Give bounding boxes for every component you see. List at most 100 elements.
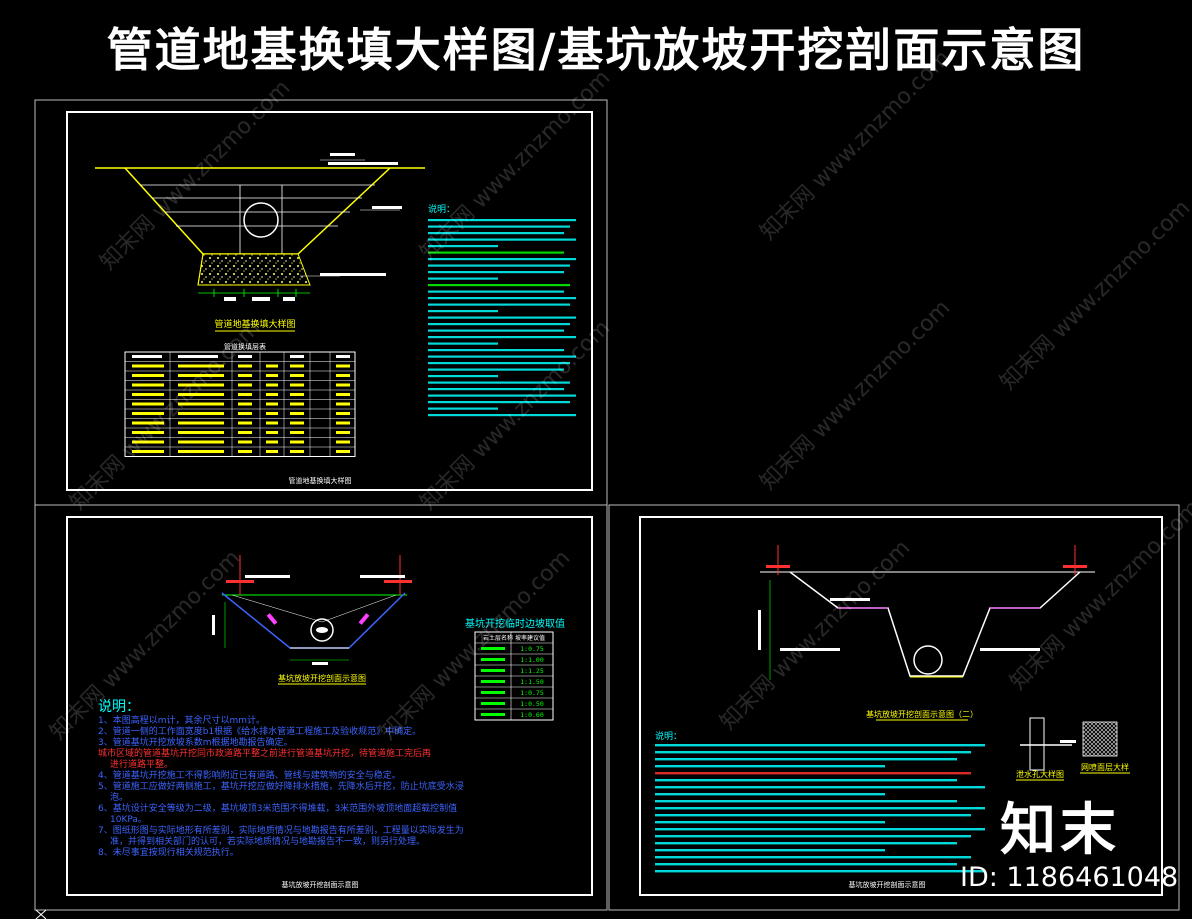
table-cell-bar — [266, 431, 278, 434]
note-line — [655, 779, 957, 782]
panel1-trench-detail — [95, 153, 425, 301]
note-line — [428, 401, 570, 404]
note-line — [428, 316, 576, 319]
note-line — [428, 368, 564, 371]
table-cell-bar — [266, 412, 278, 415]
table-cell-bar — [238, 364, 252, 368]
table-cell-bar — [238, 421, 252, 425]
table-cell-bar — [266, 374, 278, 377]
table-cell-bar — [132, 412, 164, 415]
page-title: 管道地基换填大样图/基坑放坡开挖剖面示意图 — [106, 23, 1086, 77]
table-cell-bar — [336, 412, 350, 415]
note-line — [428, 355, 576, 358]
table-cell-bar — [132, 431, 164, 434]
table-cell-bar — [266, 450, 278, 453]
table-cell-bar — [336, 364, 350, 368]
table-cell-bar — [178, 364, 224, 368]
id-tag: ID: 1186461048 — [960, 862, 1179, 893]
panel3-notes-heading: 说明： — [655, 730, 682, 742]
soil-layer-bar — [481, 691, 505, 694]
slope-ratio-cell: 1:0.75 — [520, 645, 544, 653]
note-line — [428, 329, 564, 332]
gravel-bedding — [197, 253, 311, 286]
inner-frame-panel3 — [639, 516, 1163, 896]
note-line — [655, 772, 971, 775]
panel2-note-line: 7、图纸形图与实际地形有所差别，实际地质情况与地勘报告有所差别，工程量以实际发生… — [98, 824, 464, 836]
panel1-notes-block — [428, 219, 576, 417]
note-line — [655, 870, 985, 873]
note-line — [655, 814, 971, 817]
note-line — [428, 225, 570, 228]
panel2-frame-caption: 基坑放坡开挖剖面示意图 — [282, 880, 359, 889]
panel2-note-line: 3、管道基坑开挖放坡系数m根据地勘报告确定。 — [98, 736, 293, 748]
table-cell-bar — [290, 412, 304, 415]
panel2-note-line: 城市区域的管道基坑开挖同市政道路平整之前进行管道基坑开挖，待管道施工完后再 — [98, 747, 431, 759]
panel2-note-line: 4、管道基坑开挖施工不得影响附近已有道路、管线与建筑物的安全与稳定。 — [98, 769, 401, 781]
panel2-drawing-title: 基坑放坡开挖剖面示意图 — [278, 673, 366, 683]
table-cell-bar — [132, 402, 164, 406]
note-line — [655, 842, 957, 845]
table-cell-bar — [238, 431, 252, 434]
table-cell-bar — [266, 364, 278, 368]
sheet-frame-panel2 — [34, 504, 608, 911]
table-cell-bar — [132, 421, 164, 425]
note-line — [428, 238, 576, 241]
note-line — [428, 394, 576, 397]
soil-layer-bar — [481, 680, 505, 683]
table-cell-bar — [336, 383, 350, 387]
panel2-note-line: 准，并得到相关部门的认可，若实际地质情况与地勘报告不一致，则另行处理。 — [110, 835, 425, 847]
soil-layer-bar — [481, 702, 505, 705]
note-line — [655, 828, 985, 831]
table-cell-bar — [132, 450, 164, 453]
inner-frame-panel2 — [66, 516, 593, 896]
table-cell-bar — [266, 421, 278, 425]
note-line — [655, 863, 957, 866]
note-line — [428, 336, 576, 339]
table-cell-bar — [238, 402, 252, 406]
note-line — [428, 381, 570, 384]
corner-cross-icon — [35, 909, 47, 919]
note-line — [428, 407, 498, 410]
note-line — [428, 414, 576, 417]
note-line — [655, 800, 957, 803]
panel2-note-line: 5、管道施工应做好两侧施工，基坑开挖应做好降排水措施，先降水后开挖，防止坑底受水… — [98, 780, 464, 792]
note-line — [655, 744, 985, 747]
shotcrete-mesh-detail-title: 网喷面层大样 — [1081, 762, 1129, 772]
watermark-text: 知末网 www.znzmo.com — [1006, 496, 1192, 696]
slope-ratio-cell: 1:1.00 — [520, 656, 544, 664]
panel3-stepped-section — [758, 545, 1095, 680]
note-line — [428, 375, 498, 378]
table-cell-bar — [266, 383, 278, 387]
table-cell-bar — [336, 431, 350, 434]
table-cell-bar — [178, 402, 224, 406]
table-cell-bar — [290, 383, 304, 387]
soil-layer-bar — [481, 647, 505, 650]
watermark-text: 知末网 www.znzmo.com — [66, 316, 266, 516]
panel1-drawing-title: 管道地基换填大样图 — [214, 318, 295, 330]
note-line — [428, 277, 498, 280]
table-cell-bar — [290, 364, 304, 368]
pipe-circle-panel2 — [310, 618, 334, 642]
note-line — [428, 297, 576, 300]
panel1-table-title: 管道换填层表 — [224, 342, 266, 351]
table-cell-bar — [266, 402, 278, 406]
table-cell-bar — [336, 374, 350, 377]
note-line — [428, 388, 564, 391]
soil-layer-bar — [481, 713, 505, 716]
panel2-note-line: 泡。 — [110, 791, 128, 803]
panel1-frame-caption: 管道地基换填大样图 — [289, 476, 352, 485]
sheet-frame-panel3 — [608, 504, 1180, 911]
table-cell-bar — [132, 393, 164, 396]
note-line — [428, 251, 564, 254]
note-line — [655, 758, 957, 761]
note-line — [428, 232, 564, 235]
table-cell-bar — [178, 431, 224, 434]
table-cell-bar — [290, 374, 304, 377]
table-cell-bar — [290, 431, 304, 434]
panel2-notes-heading: 说明： — [98, 699, 140, 715]
table-cell-bar — [238, 374, 252, 377]
note-line — [655, 821, 885, 824]
watermark-text: 知末网 www.znzmo.com — [756, 296, 956, 496]
table-cell-bar — [178, 450, 224, 453]
panel3-frame-caption: 基坑放坡开挖剖面示意图 — [849, 880, 926, 889]
